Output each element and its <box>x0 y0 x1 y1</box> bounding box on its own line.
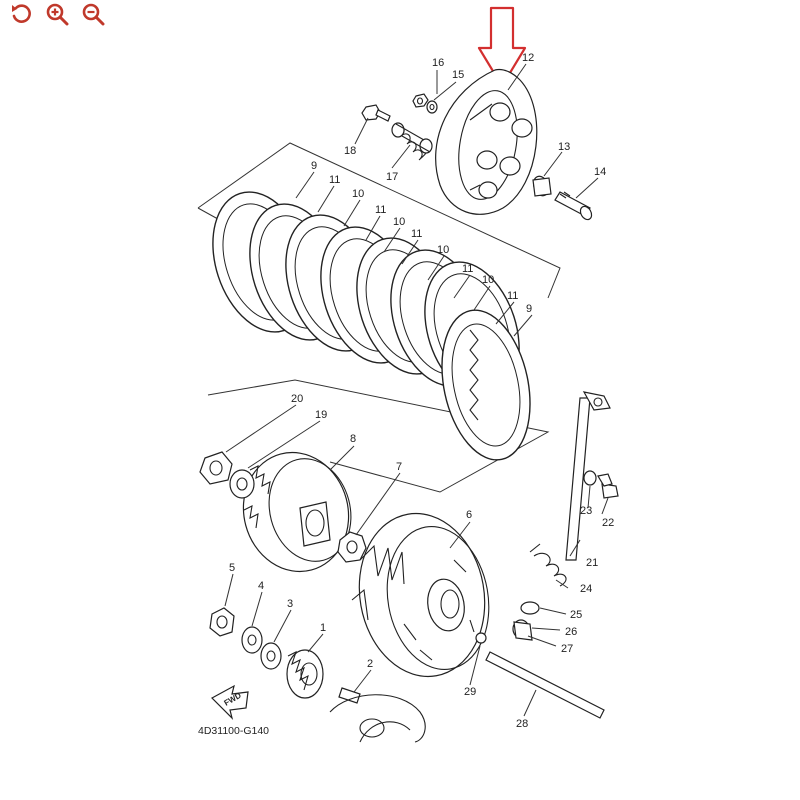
callout-10b: 10 <box>393 216 405 228</box>
callout-5: 5 <box>229 562 235 574</box>
callout-21: 21 <box>586 557 598 569</box>
push-piece-13 <box>532 175 552 197</box>
thrust-plate-7 <box>337 531 367 563</box>
highlight-arrow <box>477 6 527 88</box>
callout-16: 16 <box>432 57 444 69</box>
nut-16 <box>412 93 429 108</box>
callout-7: 7 <box>396 461 402 473</box>
callout-11d: 11 <box>462 263 473 275</box>
callout-11c: 11 <box>411 228 422 240</box>
clutch-plate-stack <box>212 191 531 461</box>
callout-28: 28 <box>516 718 528 730</box>
oil-seal-25 <box>520 601 540 615</box>
lock-washer-4 <box>241 626 263 654</box>
clutch-spring-17 <box>391 122 433 161</box>
callout-8: 8 <box>350 433 356 445</box>
callout-3: 3 <box>287 598 293 610</box>
rotate-ccw-icon <box>12 4 31 23</box>
spacer-2 <box>338 687 361 704</box>
callout-9a: 9 <box>311 160 317 172</box>
fwd-arrow-icon: FWD <box>211 684 249 720</box>
viewer-toolbar <box>8 0 106 28</box>
zoom-in-icon <box>46 3 69 26</box>
callout-24: 24 <box>580 583 592 595</box>
zoom-out-button[interactable] <box>80 1 106 27</box>
callout-1: 1 <box>320 622 326 634</box>
callout-11b: 11 <box>375 204 386 216</box>
callout-11a: 11 <box>329 174 340 186</box>
push-rod-28 <box>485 651 605 719</box>
leader-lines <box>224 63 609 717</box>
push-rod-14 <box>554 191 593 221</box>
washer-3 <box>260 642 282 670</box>
clutch-boss-8 <box>242 451 352 573</box>
rotate-button[interactable] <box>8 1 34 27</box>
callout-11e: 11 <box>507 290 518 302</box>
callout-25: 25 <box>570 609 582 621</box>
bolt-18 <box>361 104 391 122</box>
callout-27: 27 <box>561 643 573 655</box>
lock-washer-19 <box>229 469 255 499</box>
nut-5 <box>209 607 235 637</box>
callout-10d: 10 <box>482 274 494 286</box>
callout-19: 19 <box>315 409 327 421</box>
callout-26: 26 <box>565 626 577 638</box>
callout-labels: 16 15 12 13 14 17 18 9 11 10 11 10 11 10… <box>229 52 614 730</box>
plate-9b <box>441 309 531 461</box>
washer-23 <box>583 470 597 486</box>
callout-22: 22 <box>602 517 614 529</box>
push-lever-shaft-21 <box>565 391 611 561</box>
callout-13: 13 <box>558 141 570 153</box>
callout-29: 29 <box>464 686 476 698</box>
primary-gear-1 <box>286 649 324 699</box>
callout-15: 15 <box>452 69 464 81</box>
callout-23: 23 <box>580 505 592 517</box>
callout-2: 2 <box>367 658 373 670</box>
callout-18: 18 <box>344 145 356 157</box>
callout-4: 4 <box>258 580 264 592</box>
callout-12: 12 <box>522 52 534 64</box>
callout-10a: 10 <box>352 188 364 200</box>
nut-20 <box>199 451 233 485</box>
callout-9b: 9 <box>526 303 532 315</box>
ball-29 <box>475 632 487 644</box>
spring-24 <box>529 543 567 587</box>
zoom-out-icon <box>82 3 105 26</box>
callout-14: 14 <box>594 166 606 178</box>
callout-6: 6 <box>466 509 472 521</box>
callout-20: 20 <box>291 393 303 405</box>
drawing-code: 4D31100-G140 <box>198 725 269 737</box>
pressure-plate-12 <box>435 68 538 215</box>
callout-17: 17 <box>386 171 398 183</box>
bolt-22 <box>597 473 619 499</box>
callout-10c: 10 <box>437 244 449 256</box>
crankcase-fragment <box>329 694 426 743</box>
bushing-26 <box>512 619 533 641</box>
washer-15 <box>426 100 438 114</box>
zoom-in-button[interactable] <box>44 1 70 27</box>
clutch-housing-6 <box>351 512 490 678</box>
